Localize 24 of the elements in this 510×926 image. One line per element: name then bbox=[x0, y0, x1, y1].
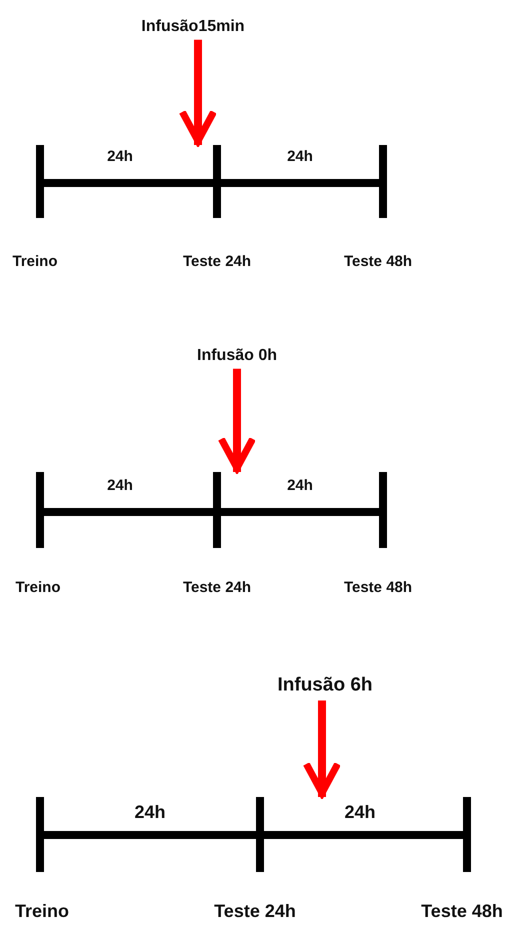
interval-label: 24h bbox=[107, 478, 133, 494]
timepoint-label: Teste 24h bbox=[182, 254, 252, 270]
timepoint-label: Teste 48h bbox=[421, 902, 503, 922]
timeline-bar bbox=[36, 797, 471, 872]
timeline-bar bbox=[36, 472, 387, 548]
interval-label: 24h bbox=[287, 478, 313, 494]
arrow bbox=[180, 40, 216, 145]
interval-label: 24h bbox=[107, 148, 133, 166]
arrow bbox=[304, 700, 340, 797]
interval-label: 24h bbox=[134, 803, 166, 823]
infusion-label: Infusão15min bbox=[141, 18, 245, 36]
infusion-label: Infusão 6h bbox=[278, 676, 372, 696]
timeline-bar bbox=[36, 145, 387, 218]
timepoint-label: Treino bbox=[16, 580, 60, 596]
interval-label: 24h bbox=[344, 803, 376, 823]
timepoint-label: Treino bbox=[15, 902, 69, 922]
timepoint-label: Treino bbox=[12, 254, 58, 270]
arrow bbox=[220, 368, 254, 472]
timepoint-label: Teste 48h bbox=[344, 254, 412, 270]
timepoint-label: Teste 48h bbox=[344, 580, 412, 596]
timepoint-label: Teste 24h bbox=[182, 580, 252, 596]
infusion-label: Infusão 0h bbox=[197, 347, 277, 365]
interval-label: 24h bbox=[287, 148, 313, 166]
timepoint-label: Teste 24h bbox=[214, 902, 296, 922]
